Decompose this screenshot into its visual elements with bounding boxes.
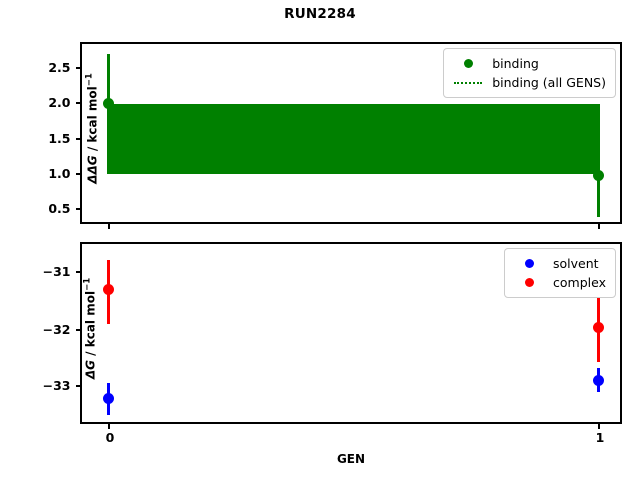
- top-plot-area: [82, 44, 620, 222]
- complex-marker-gen1: [592, 321, 604, 333]
- top-y-tick-0: 0.5: [48, 201, 82, 216]
- complex-marker-icon: [512, 278, 546, 287]
- bottom-plot-legend[interactable]: solvent complex: [504, 248, 616, 298]
- bottom-x-tick-1: 1: [596, 422, 604, 445]
- bottom-y-tick-label-2: −33: [42, 378, 71, 393]
- binding-marker-gen0: [102, 97, 114, 109]
- bottom-x-tick-label-1: 1: [595, 430, 605, 445]
- solvent-marker-gen1: [592, 374, 604, 386]
- solvent-marker-gen0: [102, 392, 114, 404]
- binding-all-gens-band: [108, 104, 598, 174]
- complex-marker-gen0: [102, 283, 114, 295]
- top-y-tick-label-1: 1.0: [48, 166, 71, 181]
- top-plot-axes: ΔΔG / kcal mol−1 0.5 1.0 1.5 2.0 2.5: [48, 42, 622, 229]
- legend-item-binding[interactable]: binding: [451, 54, 606, 73]
- bottom-plot-area: [82, 244, 620, 422]
- binding-marker-icon: [451, 59, 485, 68]
- bottom-x-tick-0: 0: [106, 422, 114, 445]
- top-y-tick-label-4: 2.5: [48, 60, 71, 75]
- top-y-tick-label-2: 1.5: [48, 131, 71, 146]
- bottom-y-tick-1: −32: [43, 322, 82, 337]
- top-y-tick-3: 2.0: [48, 95, 82, 110]
- page-title: RUN2284: [284, 6, 356, 22]
- legend-item-solvent[interactable]: solvent: [512, 254, 606, 273]
- legend-label-complex: complex: [553, 275, 606, 290]
- binding-all-gens-line-icon: [451, 81, 485, 84]
- legend-label-binding-all-gens: binding (all GENS): [492, 75, 606, 90]
- bottom-plot-axes: ΔG / kcal mol−1 −31 −32 −33 0 1: [43, 242, 622, 445]
- binding-marker-gen1: [592, 169, 604, 181]
- top-y-tick-2: 1.5: [48, 131, 82, 146]
- top-y-tick-1: 1.0: [48, 166, 82, 181]
- legend-item-binding-all-gens[interactable]: binding (all GENS): [451, 73, 606, 92]
- top-y-tick-label-0: 0.5: [48, 201, 71, 216]
- top-x-tick-1: [598, 222, 600, 229]
- top-y-tick-label-3: 2.0: [48, 95, 71, 110]
- x-axis-label: GEN: [336, 452, 366, 466]
- top-y-tick-4: 2.5: [48, 60, 82, 75]
- bottom-y-tick-2: −33: [43, 378, 82, 393]
- bottom-x-tick-label-0: 0: [105, 430, 115, 445]
- bottom-y-tick-label-1: −32: [42, 322, 71, 337]
- legend-label-solvent: solvent: [553, 256, 599, 271]
- legend-item-complex[interactable]: complex: [512, 273, 606, 292]
- solvent-marker-icon: [512, 259, 546, 268]
- legend-label-binding: binding: [492, 56, 539, 71]
- bottom-y-tick-label-0: −31: [42, 264, 71, 279]
- top-plot-legend[interactable]: binding binding (all GENS): [443, 48, 616, 98]
- bottom-y-tick-0: −31: [43, 264, 82, 279]
- binding-errorbar-gen0: [106, 54, 110, 174]
- binding-errorbar-gen1: [596, 104, 600, 217]
- top-x-tick-0: [108, 222, 110, 229]
